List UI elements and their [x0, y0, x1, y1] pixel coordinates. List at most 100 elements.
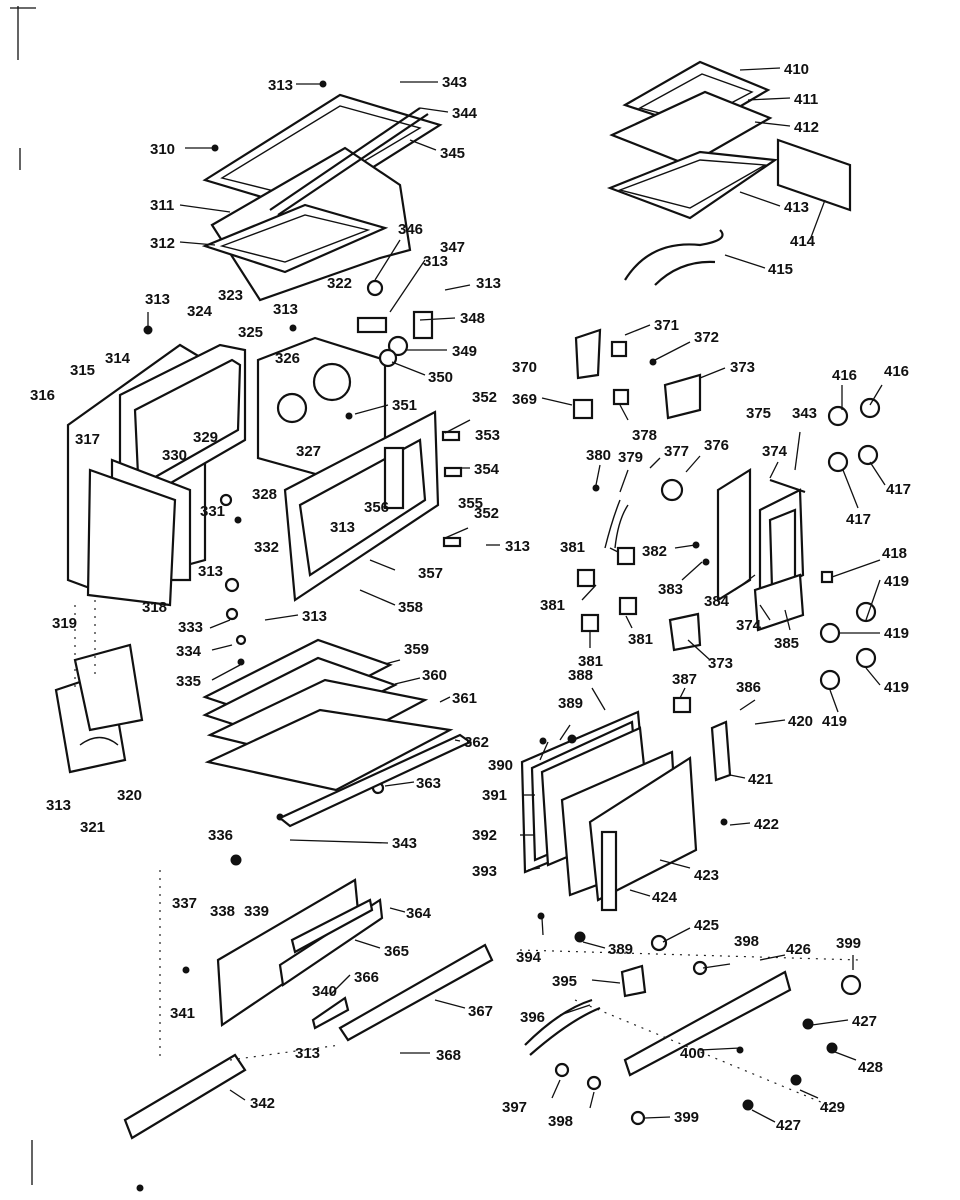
label-411: 411 [794, 91, 818, 108]
label-366: 366 [354, 969, 379, 986]
label-316: 316 [30, 387, 55, 404]
label-417: 417 [886, 481, 911, 498]
label-329: 329 [193, 429, 218, 446]
label-367: 367 [468, 1003, 493, 1020]
label-427: 427 [776, 1117, 801, 1134]
label-415: 415 [768, 261, 793, 278]
label-412: 412 [794, 119, 819, 136]
label-393: 393 [472, 863, 497, 880]
label-319: 319 [52, 615, 77, 632]
lower-control-rail [519, 912, 862, 1126]
scan-edge-marks [10, 6, 144, 1192]
label-395: 395 [552, 973, 577, 990]
label-364: 364 [406, 905, 432, 922]
label-375: 375 [746, 405, 771, 422]
label-350: 350 [428, 369, 453, 386]
label-361: 361 [452, 690, 477, 707]
label-394: 394 [516, 949, 542, 966]
label-326: 326 [275, 350, 300, 367]
label-355: 355 [458, 495, 483, 512]
label-413: 413 [784, 199, 809, 216]
label-352: 352 [472, 389, 497, 406]
label-392: 392 [472, 827, 497, 844]
label-313: 313 [198, 563, 223, 580]
label-384: 384 [704, 593, 730, 610]
label-331: 331 [200, 503, 225, 520]
label-313: 313 [273, 301, 298, 318]
label-381: 381 [578, 653, 603, 670]
label-363: 363 [416, 775, 441, 792]
label-349: 349 [452, 343, 477, 360]
label-386: 386 [736, 679, 761, 696]
label-311: 311 [150, 197, 174, 214]
label-414: 414 [790, 233, 816, 250]
label-324: 324 [187, 303, 213, 320]
label-357: 357 [418, 565, 443, 582]
label-323: 323 [218, 287, 243, 304]
oven-door-assembly [520, 696, 732, 912]
label-342: 342 [250, 1095, 275, 1112]
part-number-labels: 313 343 344 310 345 311 312 346 347 313 … [30, 61, 911, 1134]
label-340: 340 [312, 983, 337, 1000]
label-344: 344 [452, 105, 478, 122]
label-325: 325 [238, 324, 263, 341]
label-416: 416 [832, 367, 857, 384]
label-320: 320 [117, 787, 142, 804]
label-343: 343 [792, 405, 817, 422]
label-424: 424 [652, 889, 678, 906]
label-315: 315 [70, 362, 95, 379]
label-356: 356 [364, 499, 389, 516]
label-313: 313 [476, 275, 501, 292]
label-377: 377 [664, 443, 689, 460]
label-310: 310 [150, 141, 175, 158]
control-switch-bank [716, 468, 806, 632]
label-358: 358 [398, 599, 423, 616]
label-353: 353 [475, 427, 500, 444]
label-346: 346 [398, 221, 423, 238]
label-428: 428 [858, 1059, 883, 1076]
broil-racks [606, 60, 852, 286]
control-knobs [819, 397, 881, 691]
label-313: 313 [295, 1045, 320, 1062]
label-317: 317 [75, 431, 100, 448]
label-352: 352 [474, 505, 499, 522]
label-369: 369 [512, 391, 537, 408]
label-398: 398 [734, 933, 759, 950]
oven-side-panels [66, 343, 247, 607]
label-370: 370 [512, 359, 537, 376]
label-348: 348 [460, 310, 485, 327]
label-351: 351 [392, 397, 417, 414]
broiler-drawer-panels [202, 638, 473, 828]
label-354: 354 [474, 461, 500, 478]
label-397: 397 [502, 1099, 527, 1116]
label-387: 387 [672, 671, 697, 688]
label-312: 312 [150, 235, 175, 252]
label-374: 374 [736, 617, 762, 634]
label-347: 347 [440, 239, 465, 256]
label-419: 419 [884, 679, 909, 696]
label-391: 391 [482, 787, 507, 804]
label-376: 376 [704, 437, 729, 454]
label-362: 362 [464, 734, 489, 751]
label-368: 368 [436, 1047, 461, 1064]
label-373: 373 [730, 359, 755, 376]
label-345: 345 [440, 145, 465, 162]
label-373: 373 [708, 655, 733, 672]
label-381: 381 [560, 539, 585, 556]
leader-lines [147, 67, 886, 1123]
label-421: 421 [748, 771, 773, 788]
label-335: 335 [176, 673, 201, 690]
label-336: 336 [208, 827, 233, 844]
oven-top-panel [201, 93, 443, 302]
label-321: 321 [80, 819, 105, 836]
label-372: 372 [694, 329, 719, 346]
label-419: 419 [884, 625, 909, 642]
small-hardware-left [143, 80, 463, 974]
label-389: 389 [608, 941, 633, 958]
label-337: 337 [172, 895, 197, 912]
label-423: 423 [694, 867, 719, 884]
label-390: 390 [488, 757, 513, 774]
label-425: 425 [694, 917, 719, 934]
label-332: 332 [254, 539, 279, 556]
label-410: 410 [784, 61, 809, 78]
